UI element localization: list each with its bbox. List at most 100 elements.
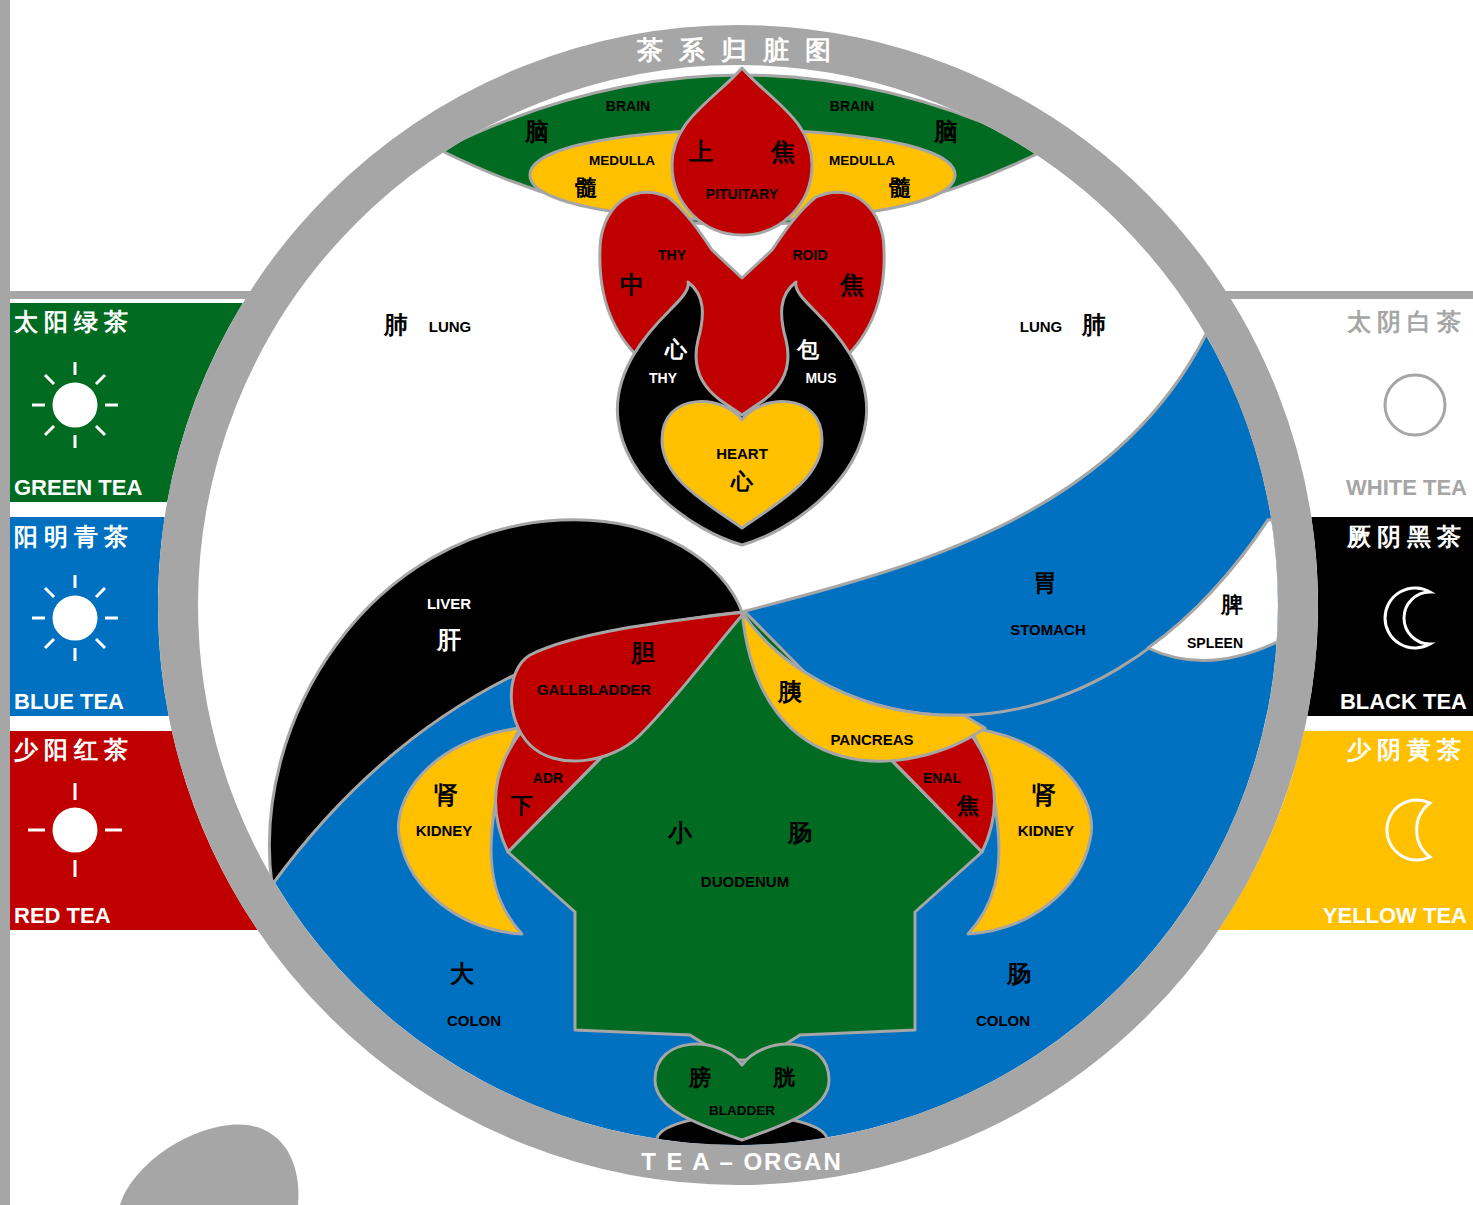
region-label: COLON xyxy=(447,1013,501,1028)
organ-label: 焦 xyxy=(771,140,795,164)
organ-label: 髓 xyxy=(575,177,597,199)
bladder-heart-outline xyxy=(650,1030,835,1145)
stomach-shape-path xyxy=(742,322,1300,715)
organ-label: KIDNEY xyxy=(416,823,473,838)
organ-label: ENAL xyxy=(923,771,961,785)
frame-line xyxy=(0,291,252,299)
moon-icon xyxy=(1385,375,1445,435)
organ-label: BRAIN xyxy=(606,99,650,113)
region-label: 大 xyxy=(450,962,474,986)
moon-icon xyxy=(1385,588,1430,648)
organ-label: DUODENUM xyxy=(701,874,789,889)
region-label: LUNG xyxy=(429,319,472,334)
gallbladder-drop: 胆 GALLBLADDER xyxy=(500,605,750,775)
organ-label: 胆 xyxy=(631,641,655,665)
organ-label: STOMACH xyxy=(1010,622,1086,637)
pituitary-drop-path xyxy=(672,68,812,235)
organ-label: 下 xyxy=(511,795,533,817)
organ-label: 肝 xyxy=(437,628,461,652)
thymus-shape-path xyxy=(617,282,866,545)
outer-ring xyxy=(178,45,1298,1165)
frame-line xyxy=(1224,291,1473,299)
organ-label: 小 xyxy=(668,821,692,845)
sun-icon xyxy=(28,783,122,877)
organ-label: 太阴白茶 xyxy=(1347,310,1467,334)
organ-label: 胱 xyxy=(773,1067,795,1089)
organ-label: 脑 xyxy=(525,120,549,144)
pituitary-drop-outline xyxy=(665,62,820,240)
tea-panel: 厥阴黑茶 BLACK TEA xyxy=(1305,517,1473,716)
region-label: LUNG xyxy=(1020,319,1063,334)
organ-label: 脾 xyxy=(1221,594,1243,616)
organ-label: 上 xyxy=(689,140,713,164)
pancreas-shape-path xyxy=(742,612,985,761)
organ-label: LIVER xyxy=(427,596,471,611)
organ-label: THY xyxy=(649,371,677,385)
region-label: 肠 xyxy=(1007,962,1031,986)
moon-icon xyxy=(1387,800,1430,860)
organ-label: BLADDER xyxy=(709,1104,775,1118)
organ-label: HEART xyxy=(716,446,768,461)
organ-label: 心 xyxy=(731,471,753,493)
heart-shape: HEART 心 xyxy=(655,385,830,535)
organ-label: 脑 xyxy=(934,120,958,144)
organ-label: SPLEEN xyxy=(1187,636,1243,650)
duodenum-shape-path xyxy=(508,612,982,1060)
organ-label: 肾 xyxy=(434,783,458,807)
organ-label: 中 xyxy=(620,273,644,297)
organ-label: ROID xyxy=(793,248,828,262)
organ-label: GALLBLADDER xyxy=(537,682,651,697)
organ-label: KIDNEY xyxy=(1018,823,1075,838)
organ-label: 胰 xyxy=(778,680,802,704)
organ-label: THY xyxy=(658,248,686,262)
organ-label: 焦 xyxy=(840,273,864,297)
organ-label: BLACK TEA xyxy=(1340,691,1467,713)
organ-label: RED TEA xyxy=(14,905,111,927)
diagram-title: 茶系归脏图 xyxy=(637,37,847,63)
organ-label: WHITE TEA xyxy=(1346,477,1467,499)
organ-label: 膀 xyxy=(689,1067,711,1089)
organ-label: 心 xyxy=(665,339,687,361)
region-label: COLON xyxy=(976,1013,1030,1028)
region-label: 肺 xyxy=(1082,313,1106,337)
organ-label: MUS xyxy=(805,371,836,385)
thymus-shape: 心 包 THY MUS HEART 心 xyxy=(610,275,875,550)
organ-label: MEDULLA xyxy=(829,154,895,168)
grey-figure xyxy=(120,1125,298,1205)
sun-icon xyxy=(32,362,118,448)
tea-panel-path xyxy=(1307,517,1473,716)
pancreas-shape-outline xyxy=(735,605,995,795)
colon-field xyxy=(100,322,1400,1205)
pituitary-drop: 上 焦 PITUITARY xyxy=(665,62,820,240)
organ-label: 太阳绿茶 xyxy=(14,310,134,334)
pancreas-shape: 胰 PANCREAS xyxy=(735,605,995,795)
heart-shape-path xyxy=(662,402,822,528)
organ-label: 阳明青茶 xyxy=(14,525,134,549)
organ-label: BRAIN xyxy=(830,99,874,113)
organ-label: 肠 xyxy=(788,821,812,845)
organ-label: 少阳红茶 xyxy=(14,738,134,762)
diagram-caption: T E A – ORGAN xyxy=(641,1150,843,1174)
organ-label: PITUITARY xyxy=(706,187,778,201)
organ-label: 少阴黄茶 xyxy=(1347,738,1467,762)
organ-label: MEDULLA xyxy=(589,154,655,168)
organ-label: 髓 xyxy=(889,177,911,199)
region-label: 肺 xyxy=(384,313,408,337)
bladder-heart-path xyxy=(655,1044,829,1140)
organ-label: 包 xyxy=(797,339,819,361)
bladder-heart: 膀 胱 BLADDER xyxy=(650,1030,835,1145)
organ-label: YELLOW TEA xyxy=(1323,905,1467,927)
organ-label: 焦 xyxy=(957,795,979,817)
organ-label: PANCREAS xyxy=(830,732,913,747)
organ-label: GREEN TEA xyxy=(14,477,142,499)
organ-label: ADR xyxy=(533,771,563,785)
organ-label: 肾 xyxy=(1032,783,1056,807)
gallbladder-drop-path xyxy=(511,612,745,761)
organ-label: BLUE TEA xyxy=(14,691,124,713)
sun-icon xyxy=(32,575,118,661)
tea-panel-path xyxy=(10,517,169,716)
organ-label: 胃 xyxy=(1033,571,1057,595)
organ-label: 厥阴黑茶 xyxy=(1347,525,1467,549)
